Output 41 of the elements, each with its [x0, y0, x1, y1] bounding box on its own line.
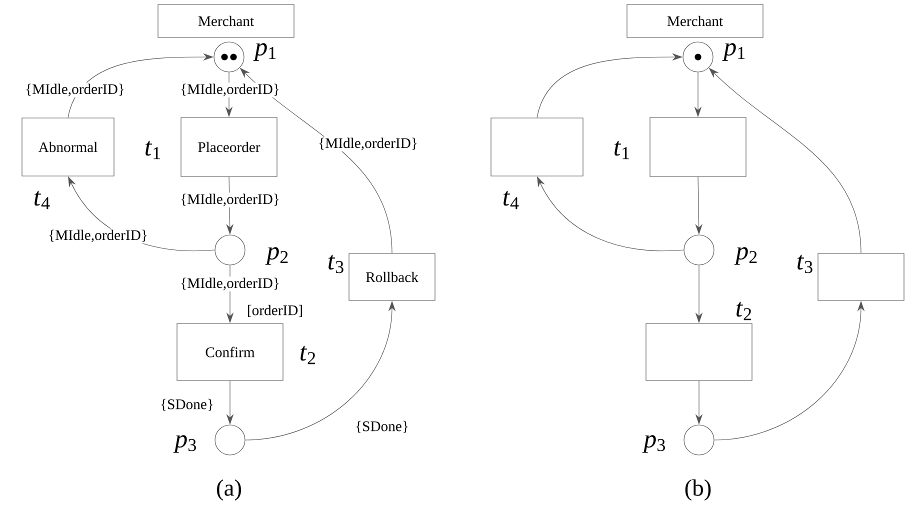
panel-caption: (a) [217, 479, 241, 501]
node-label: t$_{1}$ [146, 140, 160, 160]
node-label: p$_{3}$ [642, 435, 665, 453]
node-label: p$_{2}$ [734, 247, 757, 265]
transition-box [650, 117, 746, 177]
node-label: t$_{3}$ [328, 254, 344, 274]
place-circle [682, 42, 714, 72]
node-label: p$_{3}$ [173, 435, 196, 453]
place-circle [214, 424, 246, 456]
edge-label: {MIdle,orderID} [178, 82, 282, 98]
transition-box: Confirm [176, 323, 284, 381]
transition-box [818, 253, 904, 301]
node-label: t$_{4}$ [504, 190, 519, 210]
label-box: Merchant [158, 4, 294, 38]
place-circle [214, 42, 244, 72]
edge-label: {MIdle,orderID} [178, 276, 282, 292]
place-circle [684, 234, 714, 266]
transition-box [490, 118, 584, 176]
node-label: t$_{1}$ [614, 140, 629, 160]
node-label: p$_{2}$ [265, 247, 288, 265]
edge-label: {SDone} [354, 420, 410, 434]
node-label: p$_{1}$ [253, 43, 276, 61]
edge-label: {MIdle,orderID} [178, 192, 282, 208]
transition-box [646, 323, 752, 381]
node-label: t$_{2}$ [736, 302, 752, 320]
panel-caption: (b) [685, 479, 711, 501]
edge-label: {MIdle,orderID} [24, 82, 126, 98]
edge-label: {MIdle,orderID} [46, 228, 150, 244]
node-label: t$_{2}$ [300, 346, 316, 364]
guard-label: [orderID] [248, 304, 302, 318]
place-circle [684, 424, 714, 456]
label-box: Merchant [626, 4, 764, 38]
node-label: t$_{3}$ [798, 254, 812, 274]
transition-box: Abnormal [22, 118, 114, 176]
edge-label: {MIdle,orderID} [316, 136, 420, 152]
transition-box: Placeorder [180, 117, 278, 177]
transition-box: Rollback [348, 253, 436, 301]
node-label: p$_{1}$ [722, 43, 745, 61]
node-label: t$_{4}$ [34, 190, 50, 210]
edge-label: {SDone} [158, 398, 216, 412]
place-circle [214, 234, 246, 266]
